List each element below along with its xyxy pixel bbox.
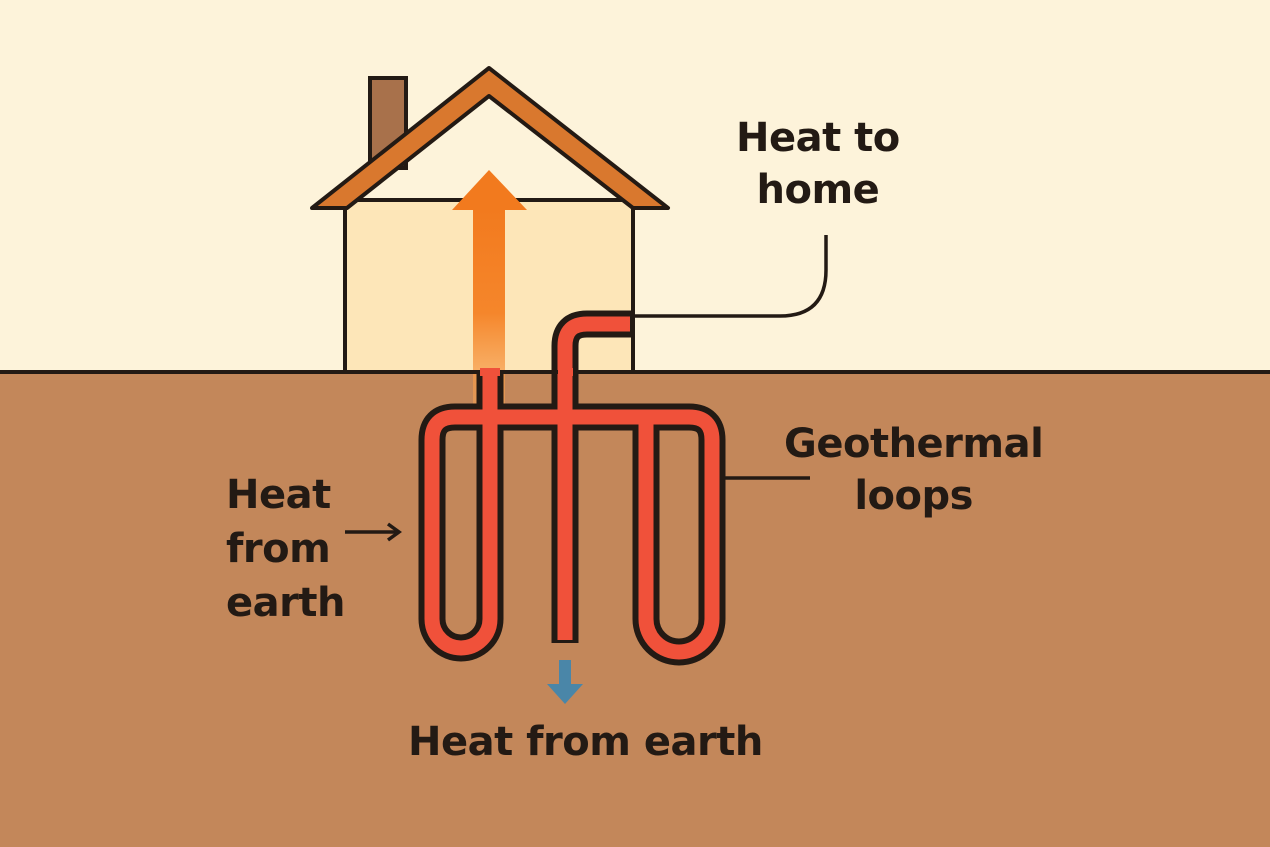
leader-heat-to-home: [632, 235, 828, 318]
label-heat-from-earth-side: Heat from earth: [226, 472, 345, 626]
pipe-junction: [480, 368, 500, 376]
roof: [310, 66, 670, 210]
arrow-right-icon: [345, 522, 402, 542]
heat-down-arrow-icon: [547, 660, 583, 704]
pipe-junction: [558, 368, 573, 376]
label-geothermal-loops: Geothermal loops: [784, 421, 1044, 519]
geothermal-loops: [418, 310, 726, 666]
label-heat-from-earth-bottom: Heat from earth: [408, 719, 763, 765]
label-heat-to-home: Heat to home: [736, 115, 900, 213]
